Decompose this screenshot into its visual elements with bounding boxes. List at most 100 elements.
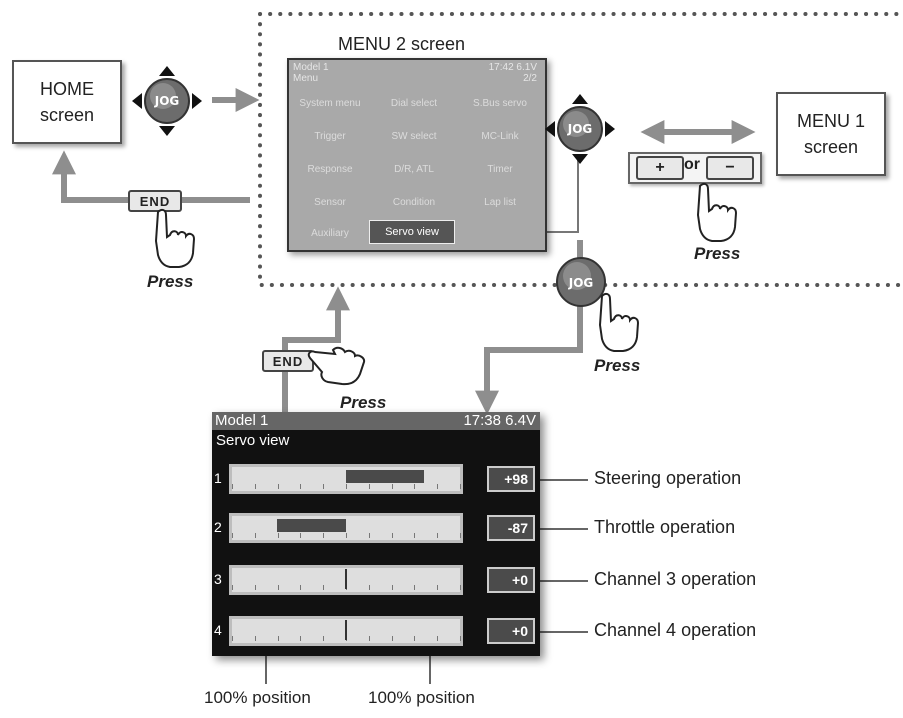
menu1-label-1: MENU 1 [796, 111, 865, 131]
press-label-jog: Press [594, 356, 641, 375]
jog-text: JOG [568, 276, 594, 290]
channel-number: 3 [214, 571, 222, 587]
jog-dial-icon[interactable]: JOG [543, 92, 617, 166]
jog-dial-icon[interactable]: JOG [130, 64, 204, 138]
press-label-end-top: Press [147, 272, 194, 291]
bar-tick [460, 484, 461, 489]
bar-tick [437, 533, 438, 538]
bar-tick [369, 585, 370, 590]
end-button-label: END [139, 193, 171, 209]
bar-tick [414, 636, 415, 641]
bar-tick [232, 533, 233, 538]
channel-value: +98 [487, 466, 535, 492]
bar-tick [369, 533, 370, 538]
arrow-jog-to-servo-view [475, 305, 583, 415]
bar-tick [323, 636, 324, 641]
plus-button[interactable]: + [636, 156, 684, 180]
channel-label: Channel 4 operation [594, 620, 757, 640]
channel-fill [276, 519, 346, 532]
bar-tick [232, 484, 233, 489]
bar-tick [392, 484, 393, 489]
menu2-item[interactable]: SW select [391, 131, 437, 142]
menu2-item[interactable]: S.Bus servo [473, 98, 527, 109]
channel-number: 1 [214, 470, 222, 486]
menu2-label: MENU 2 screen [338, 34, 466, 54]
minus-button[interactable]: − [706, 156, 754, 180]
bar-tick [414, 484, 415, 489]
bar-tick [437, 585, 438, 590]
bar-tick [369, 484, 370, 489]
bar-tick [323, 585, 324, 590]
arrow-end-to-menu2 [282, 286, 350, 412]
menu2-menu-label: Menu [293, 73, 319, 84]
bar-tick [323, 484, 324, 489]
menu2-item[interactable]: Condition [392, 197, 436, 208]
servo-view-model: Model 1 [215, 412, 269, 429]
home-label-1: HOME [40, 79, 94, 99]
menu2-page: 2/2 [523, 73, 537, 84]
jog-text: JOG [154, 94, 180, 108]
menu2-item[interactable]: Lap list [484, 197, 516, 208]
bar-tick [255, 636, 256, 641]
press-label-end-bottom: Press [340, 393, 387, 412]
menu2-item[interactable]: System menu [299, 98, 361, 109]
bar-tick [300, 533, 301, 538]
bar-tick [460, 533, 461, 538]
menu2-servo-view-selected[interactable]: Servo view [369, 220, 455, 244]
menu2-dotted-region [258, 12, 903, 287]
bar-tick [323, 533, 324, 538]
pressing-hand-icon [696, 182, 738, 242]
bar-tick [369, 636, 370, 641]
channel-bar [229, 513, 463, 543]
bar-tick [437, 636, 438, 641]
menu1-label-2: screen [803, 137, 859, 157]
menu2-screen: Model 1 Menu 17:42 6.1V 2/2 System menu … [287, 58, 547, 252]
jog-dial-icon[interactable]: JOG [553, 254, 609, 310]
channel-number: 4 [214, 622, 222, 638]
bar-tick [232, 636, 233, 641]
bar-tick [392, 636, 393, 641]
channel-value: +0 [487, 567, 535, 593]
pressing-hand-icon [598, 292, 640, 352]
menu2-item[interactable]: D/R, ATL [394, 164, 434, 175]
menu2-model: Model 1 [293, 62, 329, 73]
channel-label: Steering operation [594, 468, 742, 488]
menu1-screen-box: MENU 1 screen [776, 92, 886, 176]
menu2-item[interactable]: Sensor [314, 197, 346, 208]
channel-number: 2 [214, 519, 222, 535]
menu2-item[interactable]: Response [307, 164, 353, 175]
menu2-item[interactable]: Trigger [314, 131, 346, 142]
bar-tick [460, 636, 461, 641]
bar-tick [255, 484, 256, 489]
channel-label: Channel 3 operation [594, 569, 757, 589]
home-screen-box: HOME screen [12, 60, 122, 144]
bar-tick [392, 533, 393, 538]
channel-bar [229, 464, 463, 494]
jog-text: JOG [567, 122, 593, 136]
menu2-item[interactable]: MC-Link [481, 131, 519, 142]
press-label-plus-minus: Press [694, 244, 741, 263]
menu2-header: Model 1 Menu [293, 62, 329, 84]
bar-tick [414, 533, 415, 538]
bar-tick [437, 484, 438, 489]
channel-bar [229, 616, 463, 646]
channel-label: Throttle operation [594, 517, 736, 537]
servo-view-status: 17:38 6.4V [463, 412, 536, 429]
plus-label: + [655, 159, 665, 176]
menu2-item[interactable]: Dial select [390, 98, 438, 109]
bar-tick [346, 533, 347, 538]
pressing-hand-icon [154, 208, 196, 268]
menu2-item[interactable]: Auxiliary [311, 228, 349, 239]
position-label-left: 100% position [204, 688, 311, 707]
position-label-right: 100% position [368, 688, 475, 707]
servo-view-header: Model 1 17:38 6.4V [212, 412, 540, 430]
menu2-item[interactable]: Timer [487, 164, 513, 175]
menu2-status: 17:42 6.1V [488, 62, 537, 73]
arrow-end-to-home [52, 150, 250, 203]
bar-tick [300, 585, 301, 590]
bar-tick [460, 585, 461, 590]
channel-fill [346, 470, 425, 483]
end-button[interactable]: END [128, 190, 182, 212]
